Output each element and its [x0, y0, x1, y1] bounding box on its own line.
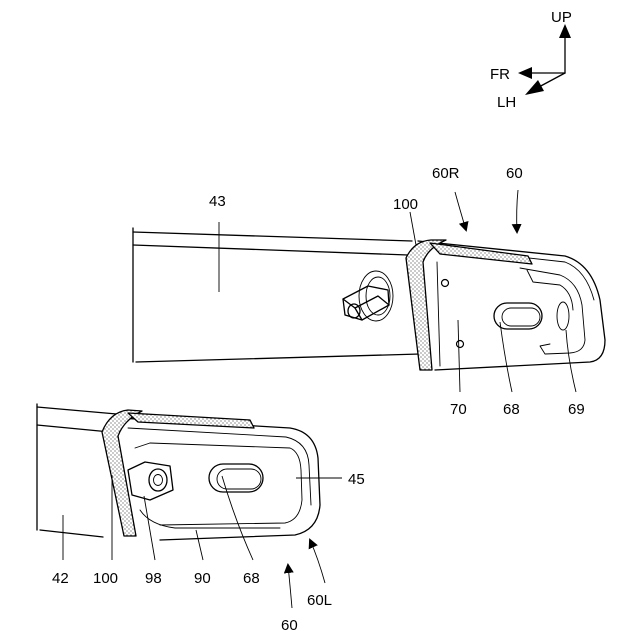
upper-assembly — [133, 228, 605, 370]
left-arrowhead — [525, 80, 544, 95]
left-arrow — [537, 73, 565, 88]
plate-70-hole-lower — [457, 341, 464, 348]
leader-60-bottom — [288, 565, 292, 608]
up-arrowhead — [559, 24, 571, 38]
leader-68-top — [500, 322, 512, 392]
leader-60-top — [517, 190, 518, 232]
left-label: LH — [497, 94, 516, 111]
pin-upper — [343, 271, 393, 321]
cap-60R-end-boss — [557, 302, 569, 330]
bolt-98 — [128, 462, 173, 500]
reference-numerals: 43 100 60R 60 70 68 69 45 42 100 98 90 6… — [52, 165, 585, 634]
label-70: 70 — [450, 401, 467, 418]
leader-98 — [144, 496, 155, 560]
leader-60L — [310, 540, 325, 583]
panel-45-corner — [135, 443, 150, 448]
label-60L: 60L — [307, 592, 332, 609]
member-42-bottom-edge — [40, 530, 103, 537]
leader-60R — [455, 192, 466, 230]
label-60R: 60R — [432, 165, 460, 182]
plate-70-hole-upper — [442, 280, 449, 287]
member-43-top-face — [133, 245, 408, 255]
lower-assembly — [37, 404, 320, 540]
slot-68-lower — [209, 464, 263, 492]
front-label: FR — [490, 66, 510, 83]
label-100-top: 100 — [393, 196, 418, 213]
cap-60L-rim — [128, 428, 311, 505]
direction-indicator: UP FR LH — [490, 9, 572, 111]
label-98: 98 — [145, 570, 162, 587]
band-100-lower-top — [128, 413, 254, 428]
front-arrowhead — [518, 67, 532, 79]
label-42: 42 — [52, 570, 69, 587]
leader-70 — [458, 320, 460, 392]
member-42-top-edge — [37, 407, 128, 415]
label-90: 90 — [194, 570, 211, 587]
leader-90 — [196, 530, 203, 560]
label-69: 69 — [568, 401, 585, 418]
label-68-top: 68 — [503, 401, 520, 418]
leader-100-top — [410, 212, 416, 245]
plate-70-edge — [437, 262, 440, 366]
label-45: 45 — [348, 471, 365, 488]
leader-69 — [566, 330, 576, 392]
cap-60R-recess-69 — [520, 268, 585, 354]
band-100-upper-top — [430, 243, 532, 264]
label-60-bottom: 60 — [281, 617, 298, 634]
label-68-bottom: 68 — [243, 570, 260, 587]
slot-68-upper — [494, 303, 542, 329]
flange-90 — [140, 510, 280, 528]
up-label: UP — [551, 9, 572, 26]
member-43-top-edge — [133, 232, 412, 241]
label-60-top: 60 — [506, 165, 523, 182]
label-43: 43 — [209, 193, 226, 210]
member-43-bottom-edge — [136, 354, 420, 362]
member-42-top-face — [37, 425, 110, 432]
label-100-bottom: 100 — [93, 570, 118, 587]
